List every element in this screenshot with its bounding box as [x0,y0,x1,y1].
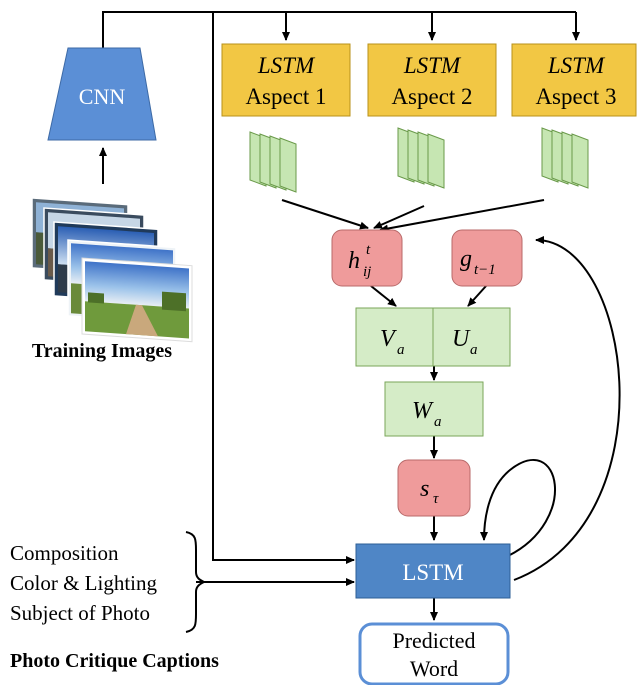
caption-brace [185,531,207,633]
aspect-1-title: LSTM [257,53,316,78]
aspect-3-title: LSTM [547,53,606,78]
g-sub: t−1 [474,262,496,278]
wa-box: W a [384,381,484,437]
aspect-lstm-1: LSTM Aspect 1 [221,43,351,117]
ua-sub: a [470,342,478,358]
front-training-image [81,257,193,343]
cnn-to-lstm-line [212,12,355,564]
va-ua-box: V a U a [355,307,511,367]
va-base: V [380,326,397,352]
s-base: s [420,476,429,502]
wa-sub: a [434,414,442,430]
s-sub: τ [433,491,439,507]
svg-text:h: h [348,248,360,274]
fm2-to-h-arrow [373,205,425,229]
fm3-to-h-arrow [379,199,545,233]
hidden-state-box: h t ij [331,229,403,287]
lstm-to-g-loop [513,236,621,581]
connection-lines [99,11,621,621]
main-lstm-label: LSTM [402,560,463,585]
training-images-stack [31,197,193,343]
cnn-trapezoid [47,47,157,141]
h-sub: ij [363,264,371,280]
cnn-block: CNN [47,47,157,141]
fm1-to-h-arrow [281,199,369,230]
aspect-2-title: LSTM [403,53,462,78]
wa-base: W [412,398,434,424]
caption-color-lighting: Color & Lighting [10,571,158,595]
captions-list: Composition Color & Lighting Subject of … [10,531,207,633]
captions-title: Photo Critique Captions [10,650,219,672]
cnn-label: CNN [79,84,126,109]
feature-maps-3 [541,127,589,189]
aspect-lstm-3: LSTM Aspect 3 [511,43,637,117]
feature-maps-2 [397,127,445,189]
h-sup: t [366,242,371,258]
feature-maps-1 [249,131,297,193]
ua-base: U [452,326,471,352]
predicted-line1: Predicted [392,628,475,653]
h-to-va-arrow [370,285,397,307]
caption-composition: Composition [10,541,119,565]
training-images-caption: Training Images [32,340,172,362]
cnn-output-line [102,11,576,48]
aspect-1-label: Aspect 1 [245,84,326,109]
aspect-lstm-2: LSTM Aspect 2 [367,43,497,117]
caption-subject: Subject of Photo [10,601,150,625]
predicted-word-box: Predicted Word [358,622,510,685]
aspect-2-label: Aspect 2 [391,84,472,109]
main-lstm-box: LSTM [355,543,511,599]
h-base: h [348,248,360,274]
aspect-3-label: Aspect 3 [535,84,616,109]
s-tau-box: s τ [397,459,471,517]
va-sub: a [397,342,405,358]
g-to-ua-arrow [467,285,487,307]
gate-box: g t−1 [451,229,523,287]
lstm-self-loop [480,459,556,557]
g-base: g [460,246,472,272]
predicted-line2: Word [410,656,458,681]
